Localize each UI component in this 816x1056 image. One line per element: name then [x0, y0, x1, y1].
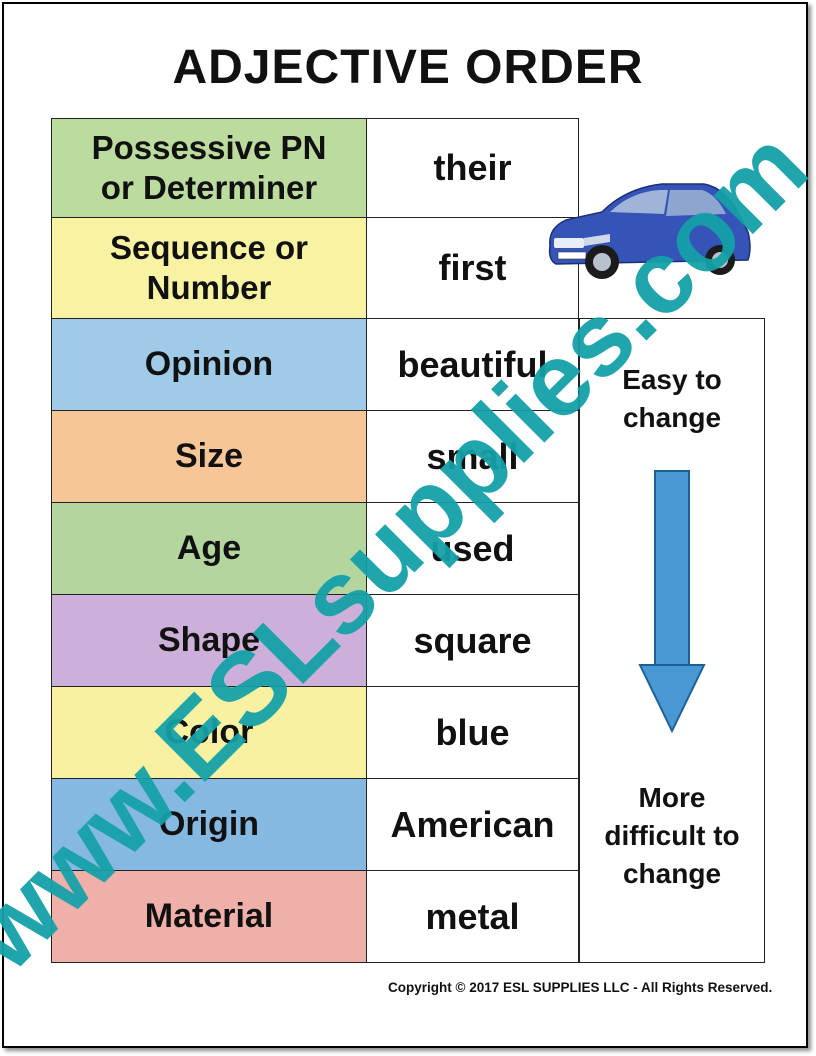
category-cell-material: Material — [51, 870, 367, 963]
category-cell-shape: Shape — [51, 594, 367, 687]
example-cell-used: used — [366, 502, 579, 595]
example-cell-square: square — [366, 594, 579, 687]
page-title: ADJECTIVE ORDER — [172, 41, 644, 94]
down-arrow-icon — [638, 470, 706, 734]
example-cell-beautiful: beautiful — [366, 318, 579, 411]
copyright-notice: Copyright © 2017 ESL SUPPLIES LLC - All … — [388, 980, 773, 995]
arrow-head — [638, 664, 706, 734]
example-cell-small: small — [366, 410, 579, 503]
example-cell-american: American — [366, 778, 579, 871]
category-cell-opinion: Opinion — [51, 318, 367, 411]
blue-car-icon — [548, 183, 751, 279]
category-cell-color: Color — [51, 686, 367, 779]
more-difficult-label: More difficult to change — [604, 782, 740, 889]
category-cell-size: Size — [51, 410, 367, 503]
category-cell-age: Age — [51, 502, 367, 595]
poster-frame — [2, 2, 808, 1048]
category-cell-origin: Origin — [51, 778, 367, 871]
change-difficulty-panel: Easy to change More difficult to change — [579, 318, 765, 963]
arrow-shaft — [654, 470, 690, 668]
easy-to-change-label: Easy to change — [622, 364, 722, 433]
category-cell-sequence: Sequence or Number — [51, 217, 367, 319]
category-cell-possessive: Possessive PN or Determiner — [51, 118, 367, 218]
example-cell-blue: blue — [366, 686, 579, 779]
example-cell-metal: metal — [366, 870, 579, 963]
